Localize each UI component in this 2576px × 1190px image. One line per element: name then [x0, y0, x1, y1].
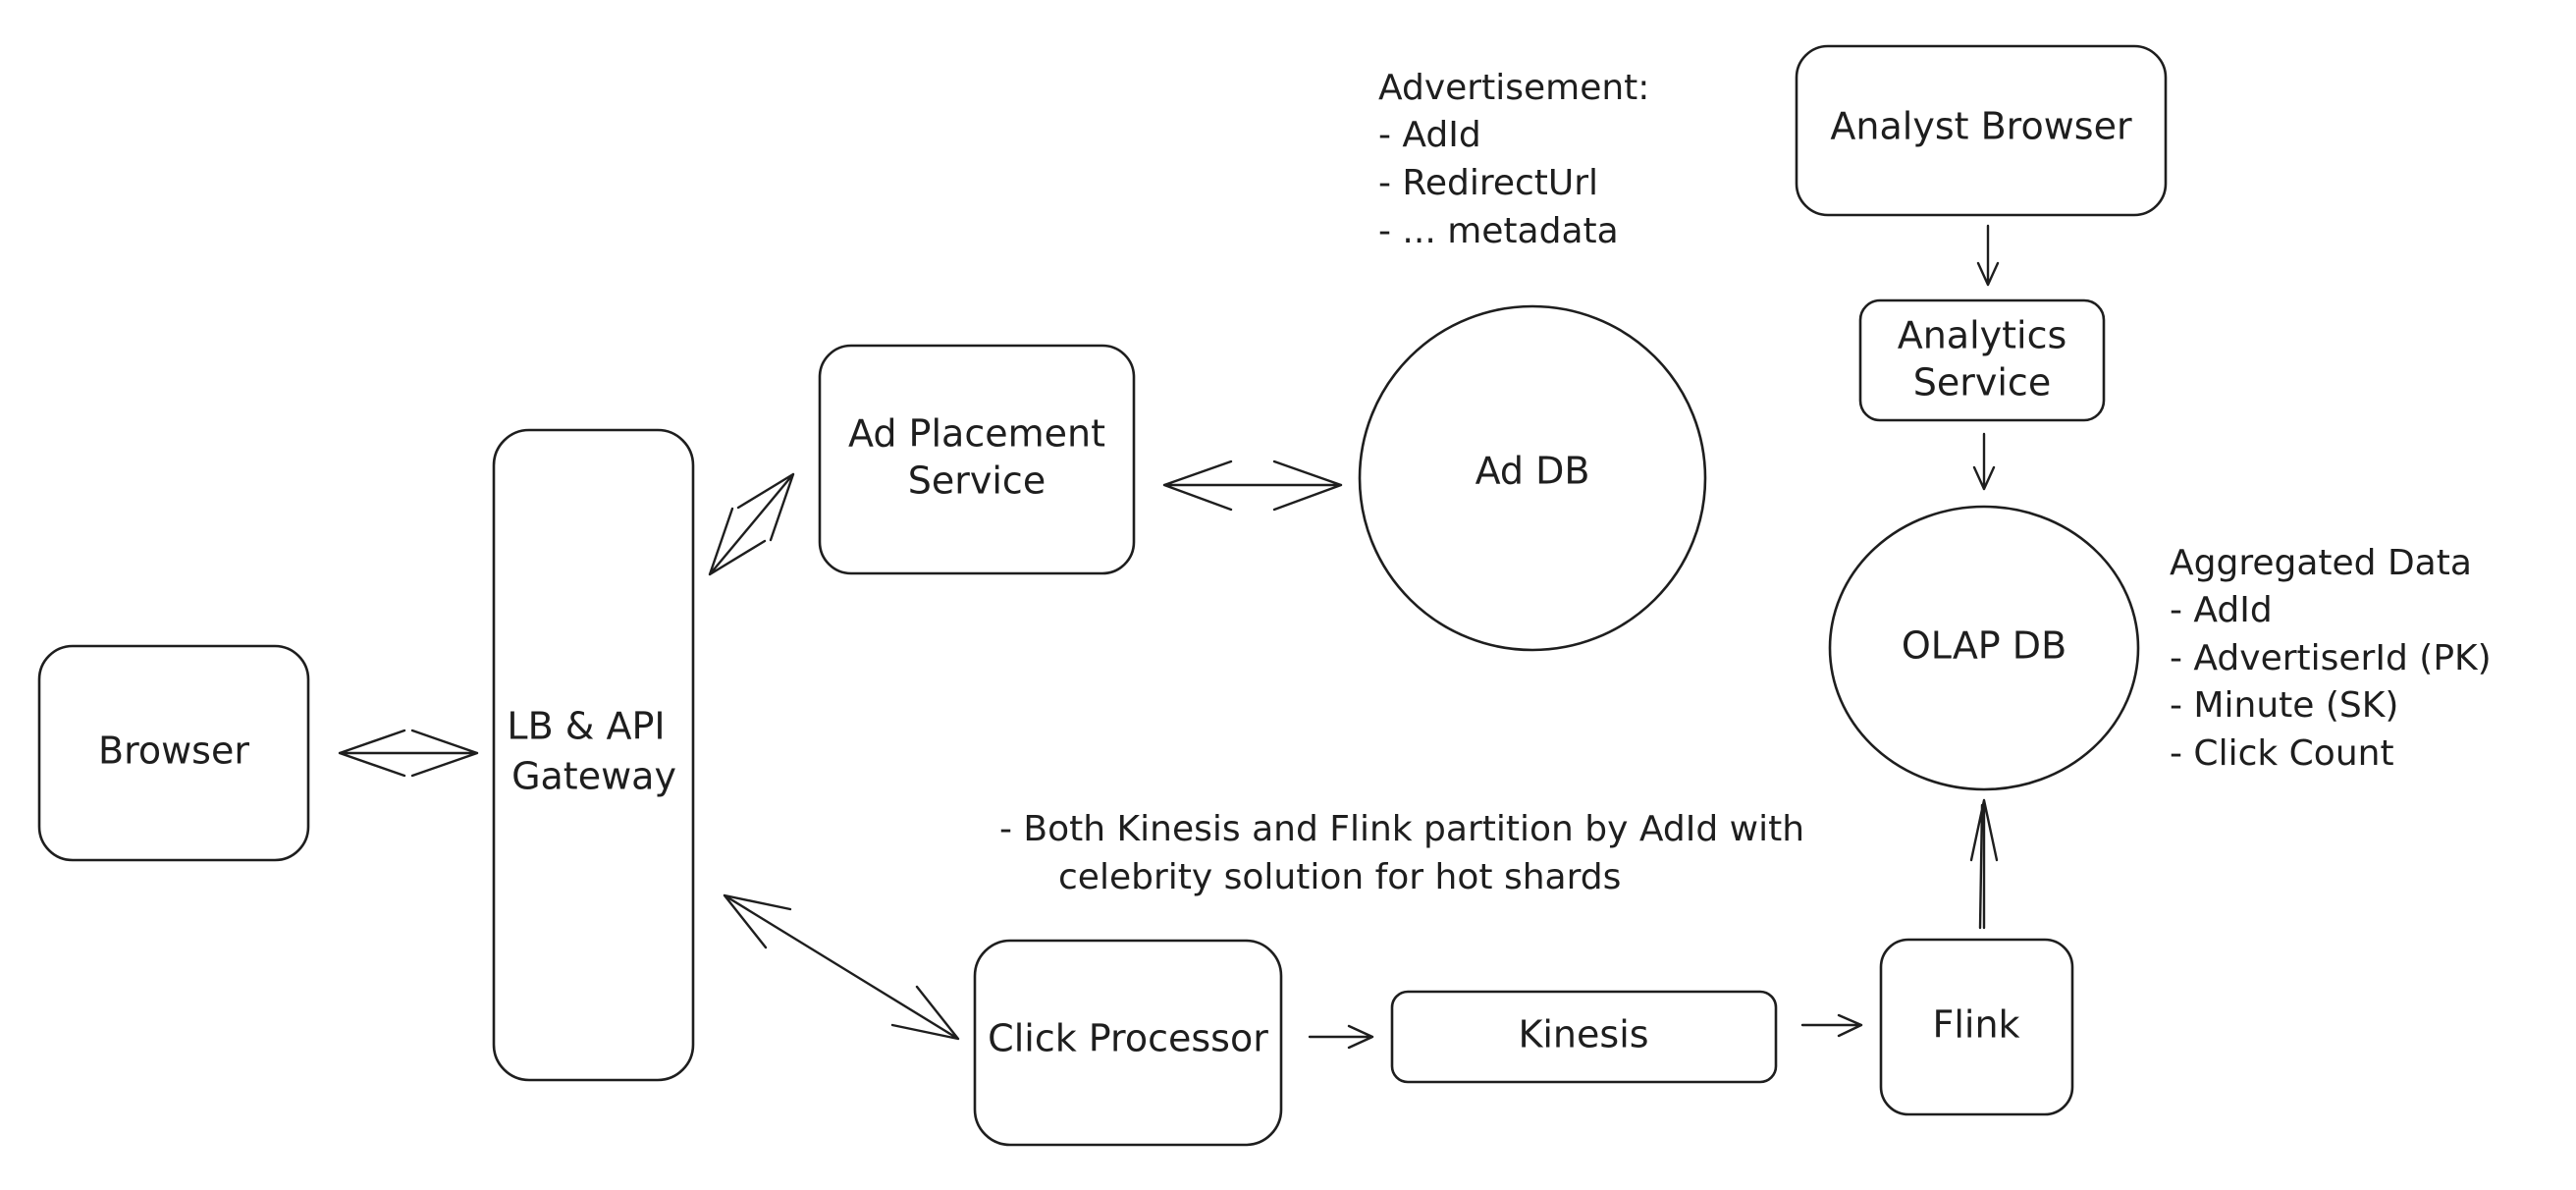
- browser-label: Browser: [98, 730, 249, 773]
- click-processor-box: [973, 939, 1283, 1147]
- arrow-analytics-service-olap-db: [1972, 432, 1996, 491]
- arrow-gateway-click-processor-line: [723, 893, 960, 1041]
- ad-db-label: Ad DB: [1476, 450, 1590, 493]
- arrow-browser-gateway-line: [338, 729, 479, 778]
- aggregated-note-line-1: Aggregated Data: [2170, 543, 2472, 583]
- click-processor-node[interactable]: Click Processor: [973, 939, 1283, 1147]
- flink-node[interactable]: Flink: [1879, 938, 2074, 1116]
- ad-placement-service-box: [818, 344, 1136, 575]
- arrow-click-processor-kinesis-line: [1308, 1024, 1374, 1050]
- kinesis-node[interactable]: Kinesis: [1390, 990, 1778, 1084]
- browser-node[interactable]: Browser: [37, 644, 310, 862]
- kinesis-label: Kinesis: [1518, 1013, 1648, 1056]
- flink-label: Flink: [1932, 1003, 2019, 1047]
- aggregated-data-note: Aggregated Data - AdId - AdvertiserId (P…: [2170, 543, 2492, 774]
- gateway-label-line-1: LB & API: [507, 705, 665, 748]
- aggregated-note-line-5: - Click Count: [2170, 733, 2394, 774]
- flink-box: [1879, 938, 2074, 1116]
- gateway-node[interactable]: LB & API Gateway: [492, 428, 695, 1082]
- arrow-browser-gateway: [338, 729, 479, 778]
- ad-placement-label-line-1: Ad Placement: [848, 412, 1105, 456]
- aggregated-note-line-2: - AdId: [2170, 590, 2273, 630]
- advertisement-note-line-4: - ... metadata: [1378, 211, 1619, 251]
- gateway-box: [492, 428, 695, 1082]
- arrow-flink-olap-db: [1969, 798, 1999, 930]
- olap-db-circle: [1828, 505, 2140, 791]
- aggregated-note-line-3: - AdvertiserId (PK): [2170, 638, 2492, 678]
- arrow-gateway-ad-placement-line: [708, 472, 795, 576]
- ad-placement-service-node[interactable]: Ad Placement Service: [818, 344, 1136, 575]
- analytics-service-node[interactable]: Analytics Service: [1858, 298, 2106, 422]
- browser-box: [37, 644, 310, 862]
- olap-db-node[interactable]: OLAP DB: [1828, 505, 2140, 791]
- partition-note-line-1: - Both Kinesis and Flink partition by Ad…: [999, 809, 1804, 849]
- click-processor-label: Click Processor: [988, 1017, 1268, 1060]
- analytics-service-label-line-2: Service: [1913, 361, 2051, 405]
- arrow-gateway-ad-placement: [708, 472, 795, 576]
- arrow-ad-placement-ad-db-line: [1162, 460, 1343, 512]
- partition-note-line-2: celebrity solution for hot shards: [1058, 857, 1621, 897]
- ad-db-node[interactable]: Ad DB: [1358, 304, 1707, 652]
- advertisement-note-line-3: - RedirectUrl: [1378, 163, 1598, 203]
- ad-db-circle: [1358, 304, 1707, 652]
- olap-db-label: OLAP DB: [1902, 624, 2066, 668]
- advertisement-note-line-1: Advertisement:: [1378, 68, 1649, 108]
- aggregated-note-line-4: - Minute (SK): [2170, 685, 2398, 726]
- analyst-browser-node[interactable]: Analyst Browser: [1795, 44, 2168, 217]
- arrow-analyst-browser-analytics-service-line: [1976, 224, 2000, 287]
- arrow-analyst-browser-analytics-service: [1976, 224, 2000, 287]
- analytics-service-box: [1858, 298, 2106, 422]
- ad-placement-label-line-2: Service: [908, 460, 1046, 503]
- arrow-click-processor-kinesis: [1308, 1024, 1374, 1050]
- gateway-label-line-2: Gateway: [511, 755, 676, 798]
- arrow-ad-placement-ad-db: [1162, 460, 1343, 512]
- arrow-kinesis-flink-line: [1800, 1013, 1863, 1038]
- arrow-gateway-click-processor: [723, 893, 960, 1041]
- arrow-flink-olap-db-line: [1969, 798, 1999, 930]
- analyst-browser-label: Analyst Browser: [1830, 105, 2132, 148]
- arrow-analytics-service-olap-db-line: [1972, 432, 1996, 491]
- arrow-kinesis-flink: [1800, 1013, 1863, 1038]
- advertisement-note: Advertisement: - AdId - RedirectUrl - ..…: [1378, 68, 1649, 251]
- kinesis-box: [1390, 990, 1778, 1084]
- analyst-browser-box: [1795, 44, 2168, 217]
- advertisement-note-line-2: - AdId: [1378, 115, 1481, 155]
- analytics-service-label-line-1: Analytics: [1898, 314, 2067, 357]
- partition-note: - Both Kinesis and Flink partition by Ad…: [999, 809, 1804, 897]
